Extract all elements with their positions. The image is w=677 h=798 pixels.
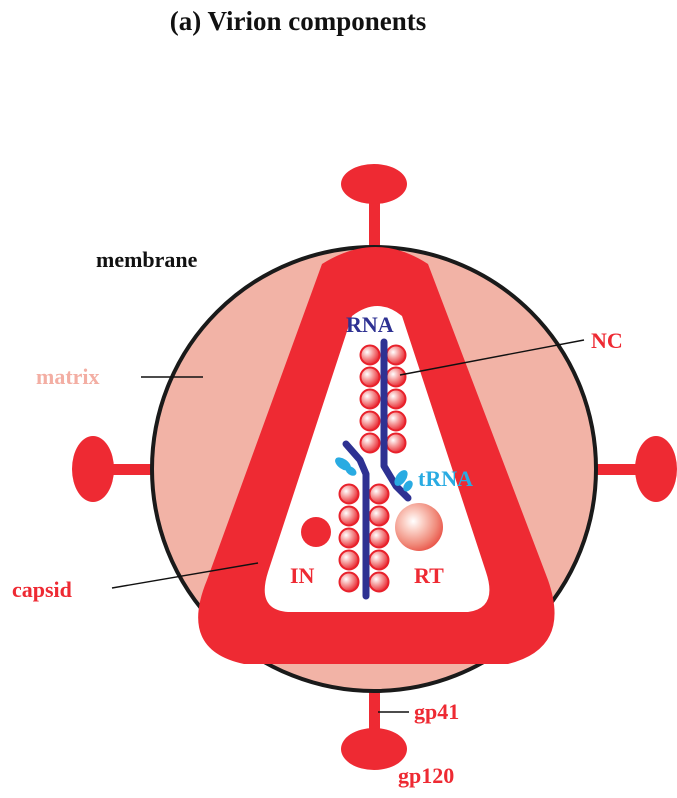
rna-label: RNA <box>346 312 394 337</box>
in-label: IN <box>290 563 315 588</box>
figure-title: (a) Virion components <box>170 6 427 36</box>
spike-right-gp41-stem <box>593 464 639 475</box>
spike-top-gp41-stem <box>369 196 380 250</box>
trna-label: tRNA <box>418 466 473 491</box>
integrase-ball <box>301 517 331 547</box>
capsid-label: capsid <box>12 577 72 602</box>
matrix-label: matrix <box>36 364 100 389</box>
spike-right-gp120-head <box>635 436 677 502</box>
gp120-label: gp120 <box>398 763 454 788</box>
spike-left-gp120-head <box>72 436 114 502</box>
reverse-transcriptase-ball <box>395 503 443 551</box>
spike-top-gp120-head <box>341 164 407 204</box>
nc-label: NC <box>591 328 623 353</box>
rt-label: RT <box>414 563 444 588</box>
gp41-label: gp41 <box>414 699 459 724</box>
membrane-label: membrane <box>96 247 198 272</box>
